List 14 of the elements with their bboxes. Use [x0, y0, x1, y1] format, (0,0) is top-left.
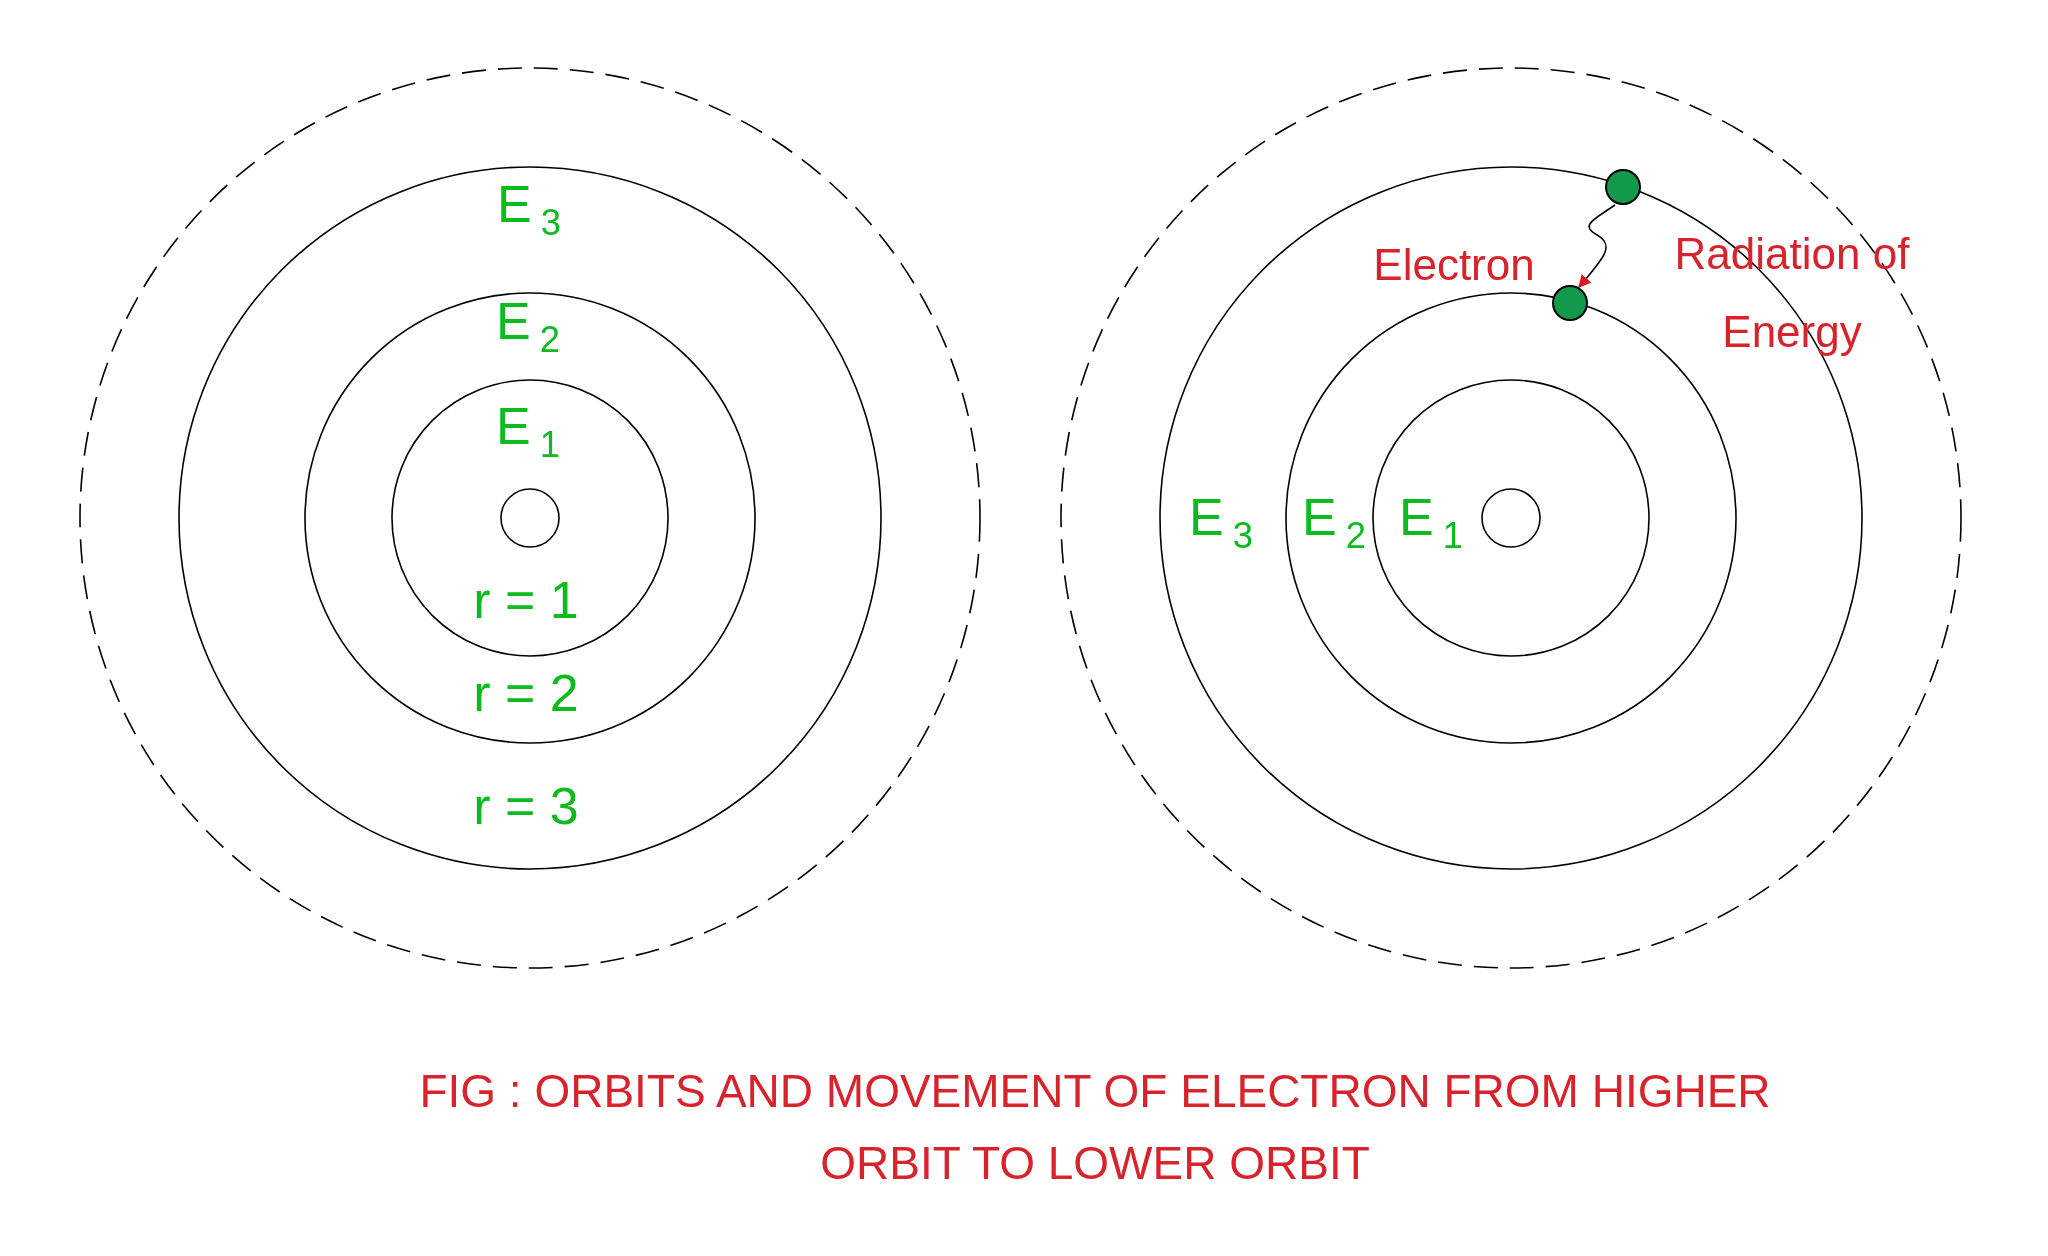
energy-level-label: E$_{2}$	[1302, 487, 1366, 559]
wavy-arrow	[1578, 204, 1616, 288]
electron-label: Electron	[1373, 239, 1535, 292]
energy-level-label: E$_{3}$	[1189, 487, 1253, 559]
radius-label: r = 3	[473, 776, 579, 838]
electron-circle	[1552, 285, 1588, 321]
energy-level-label: E$_{3}$	[497, 174, 561, 246]
energy-level-label: E$_{1}$	[1399, 487, 1463, 559]
energy-level-label: E$_{2}$	[496, 291, 560, 363]
radius-label: r = 1	[473, 570, 579, 632]
energy-level-label: E$_{1}$	[496, 396, 560, 468]
radius-label: r = 2	[473, 663, 579, 725]
electron-circle	[1605, 169, 1641, 205]
figure-caption: FIG : ORBITS AND MOVEMENT OF ELECTRON FROM HIGHER ORBIT TO LOWER ORBIT	[418, 1064, 1772, 1191]
